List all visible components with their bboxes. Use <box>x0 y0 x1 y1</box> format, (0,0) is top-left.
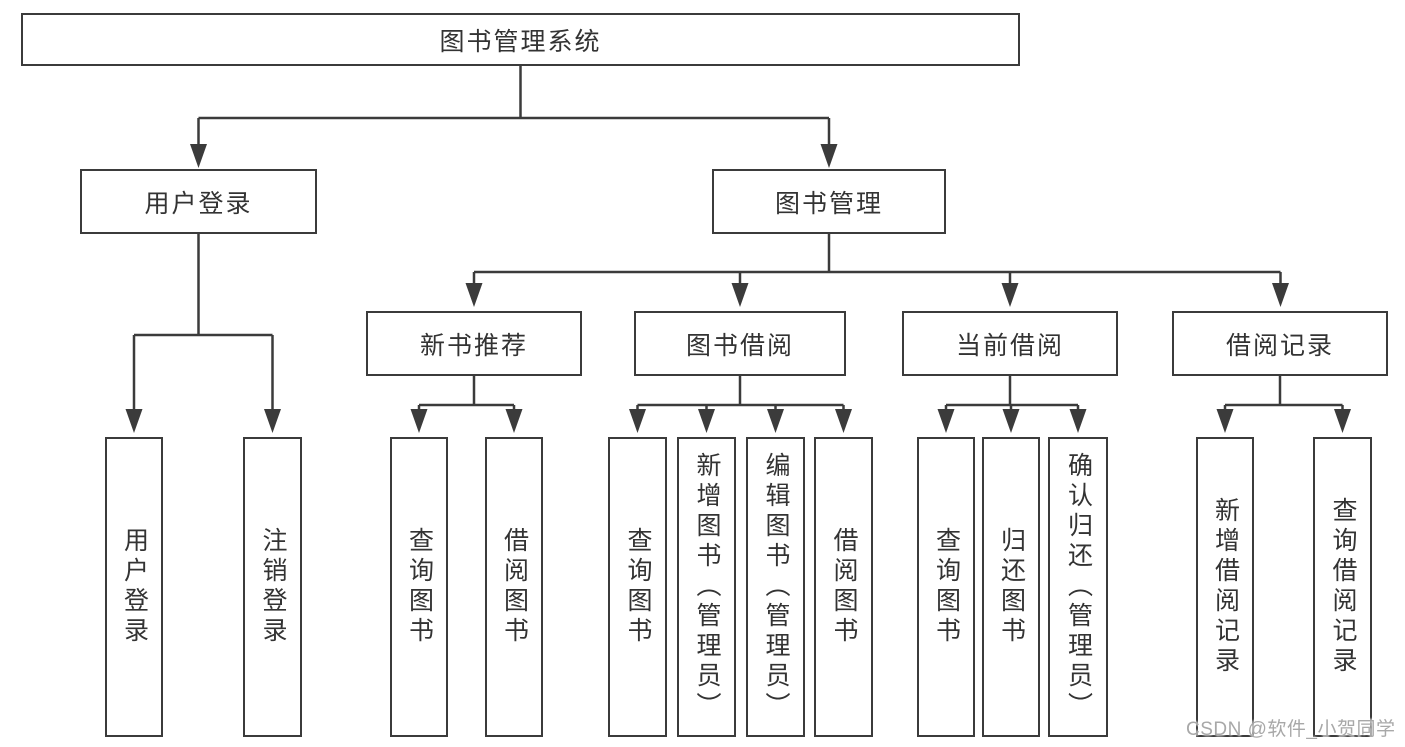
leaf-current-query-book: 查询图书 <box>917 437 975 737</box>
node-book-management-label: 图书管理 <box>774 189 883 218</box>
leaf-borrow-add-book-admin: 新增图书（管理员） <box>677 437 736 737</box>
node-book-borrow: 图书借阅 <box>634 311 846 376</box>
connector-currentborrow-to-leaves <box>937 375 1087 433</box>
leaf-current-return-book: 归还图书 <box>982 437 1040 737</box>
leaf-records-add-record-label: 新增借阅记录 <box>1211 497 1240 677</box>
leaf-borrow-query-book: 查询图书 <box>608 437 667 737</box>
connector-userlogin-to-leaves <box>125 233 281 433</box>
node-user-login-label: 用户登录 <box>144 189 253 218</box>
leaf-borrow-borrow-book: 借阅图书 <box>814 437 873 737</box>
connector-root-to-level2 <box>190 66 838 168</box>
node-new-book-recommend-label: 新书推荐 <box>419 331 528 360</box>
node-new-book-recommend: 新书推荐 <box>366 311 582 376</box>
leaf-borrow-edit-book-admin-label: 编辑图书（管理员） <box>762 452 790 722</box>
leaf-borrow-query-book-label: 查询图书 <box>624 527 652 647</box>
leaf-recommend-borrow-book: 借阅图书 <box>485 437 543 737</box>
leaf-records-add-record: 新增借阅记录 <box>1196 437 1254 737</box>
leaf-user-login-label: 用户登录 <box>120 527 149 647</box>
node-book-borrow-label: 图书借阅 <box>685 331 794 360</box>
leaf-current-return-book-label: 归还图书 <box>997 527 1026 647</box>
leaf-recommend-query-book-label: 查询图书 <box>405 527 434 647</box>
connector-recommend-to-leaves <box>410 375 523 433</box>
connector-bookborrow-to-leaves <box>629 375 852 433</box>
leaf-borrow-add-book-admin-label: 新增图书（管理员） <box>693 452 721 722</box>
node-borrow-records: 借阅记录 <box>1172 311 1388 376</box>
leaf-borrow-borrow-book-label: 借阅图书 <box>830 527 858 647</box>
connector-records-to-leaves <box>1216 375 1351 433</box>
leaf-user-logout: 注销登录 <box>243 437 302 737</box>
leaf-current-query-book-label: 查询图书 <box>932 527 961 647</box>
node-current-borrow: 当前借阅 <box>902 311 1118 376</box>
node-system-root-label: 图书管理系统 <box>439 27 602 56</box>
leaf-borrow-edit-book-admin: 编辑图书（管理员） <box>746 437 805 737</box>
node-borrow-records-label: 借阅记录 <box>1225 331 1334 360</box>
node-system-root: 图书管理系统 <box>21 13 1020 66</box>
node-user-login: 用户登录 <box>80 169 317 234</box>
leaf-current-confirm-return-admin: 确认归还（管理员） <box>1048 437 1108 737</box>
node-book-management: 图书管理 <box>712 169 946 234</box>
leaf-recommend-query-book: 查询图书 <box>390 437 448 737</box>
leaf-recommend-borrow-book-label: 借阅图书 <box>500 527 529 647</box>
node-current-borrow-label: 当前借阅 <box>955 331 1064 360</box>
leaf-current-confirm-return-admin-label: 确认归还（管理员） <box>1064 452 1093 722</box>
connector-bookmgmt-to-level3 <box>465 233 1289 307</box>
leaf-user-login: 用户登录 <box>105 437 163 737</box>
leaf-records-query-record: 查询借阅记录 <box>1313 437 1372 737</box>
leaf-user-logout-label: 注销登录 <box>259 527 287 647</box>
csdn-watermark: CSDN @软件_小贺同学 <box>1186 719 1396 740</box>
leaf-records-query-record-label: 查询借阅记录 <box>1329 497 1357 677</box>
